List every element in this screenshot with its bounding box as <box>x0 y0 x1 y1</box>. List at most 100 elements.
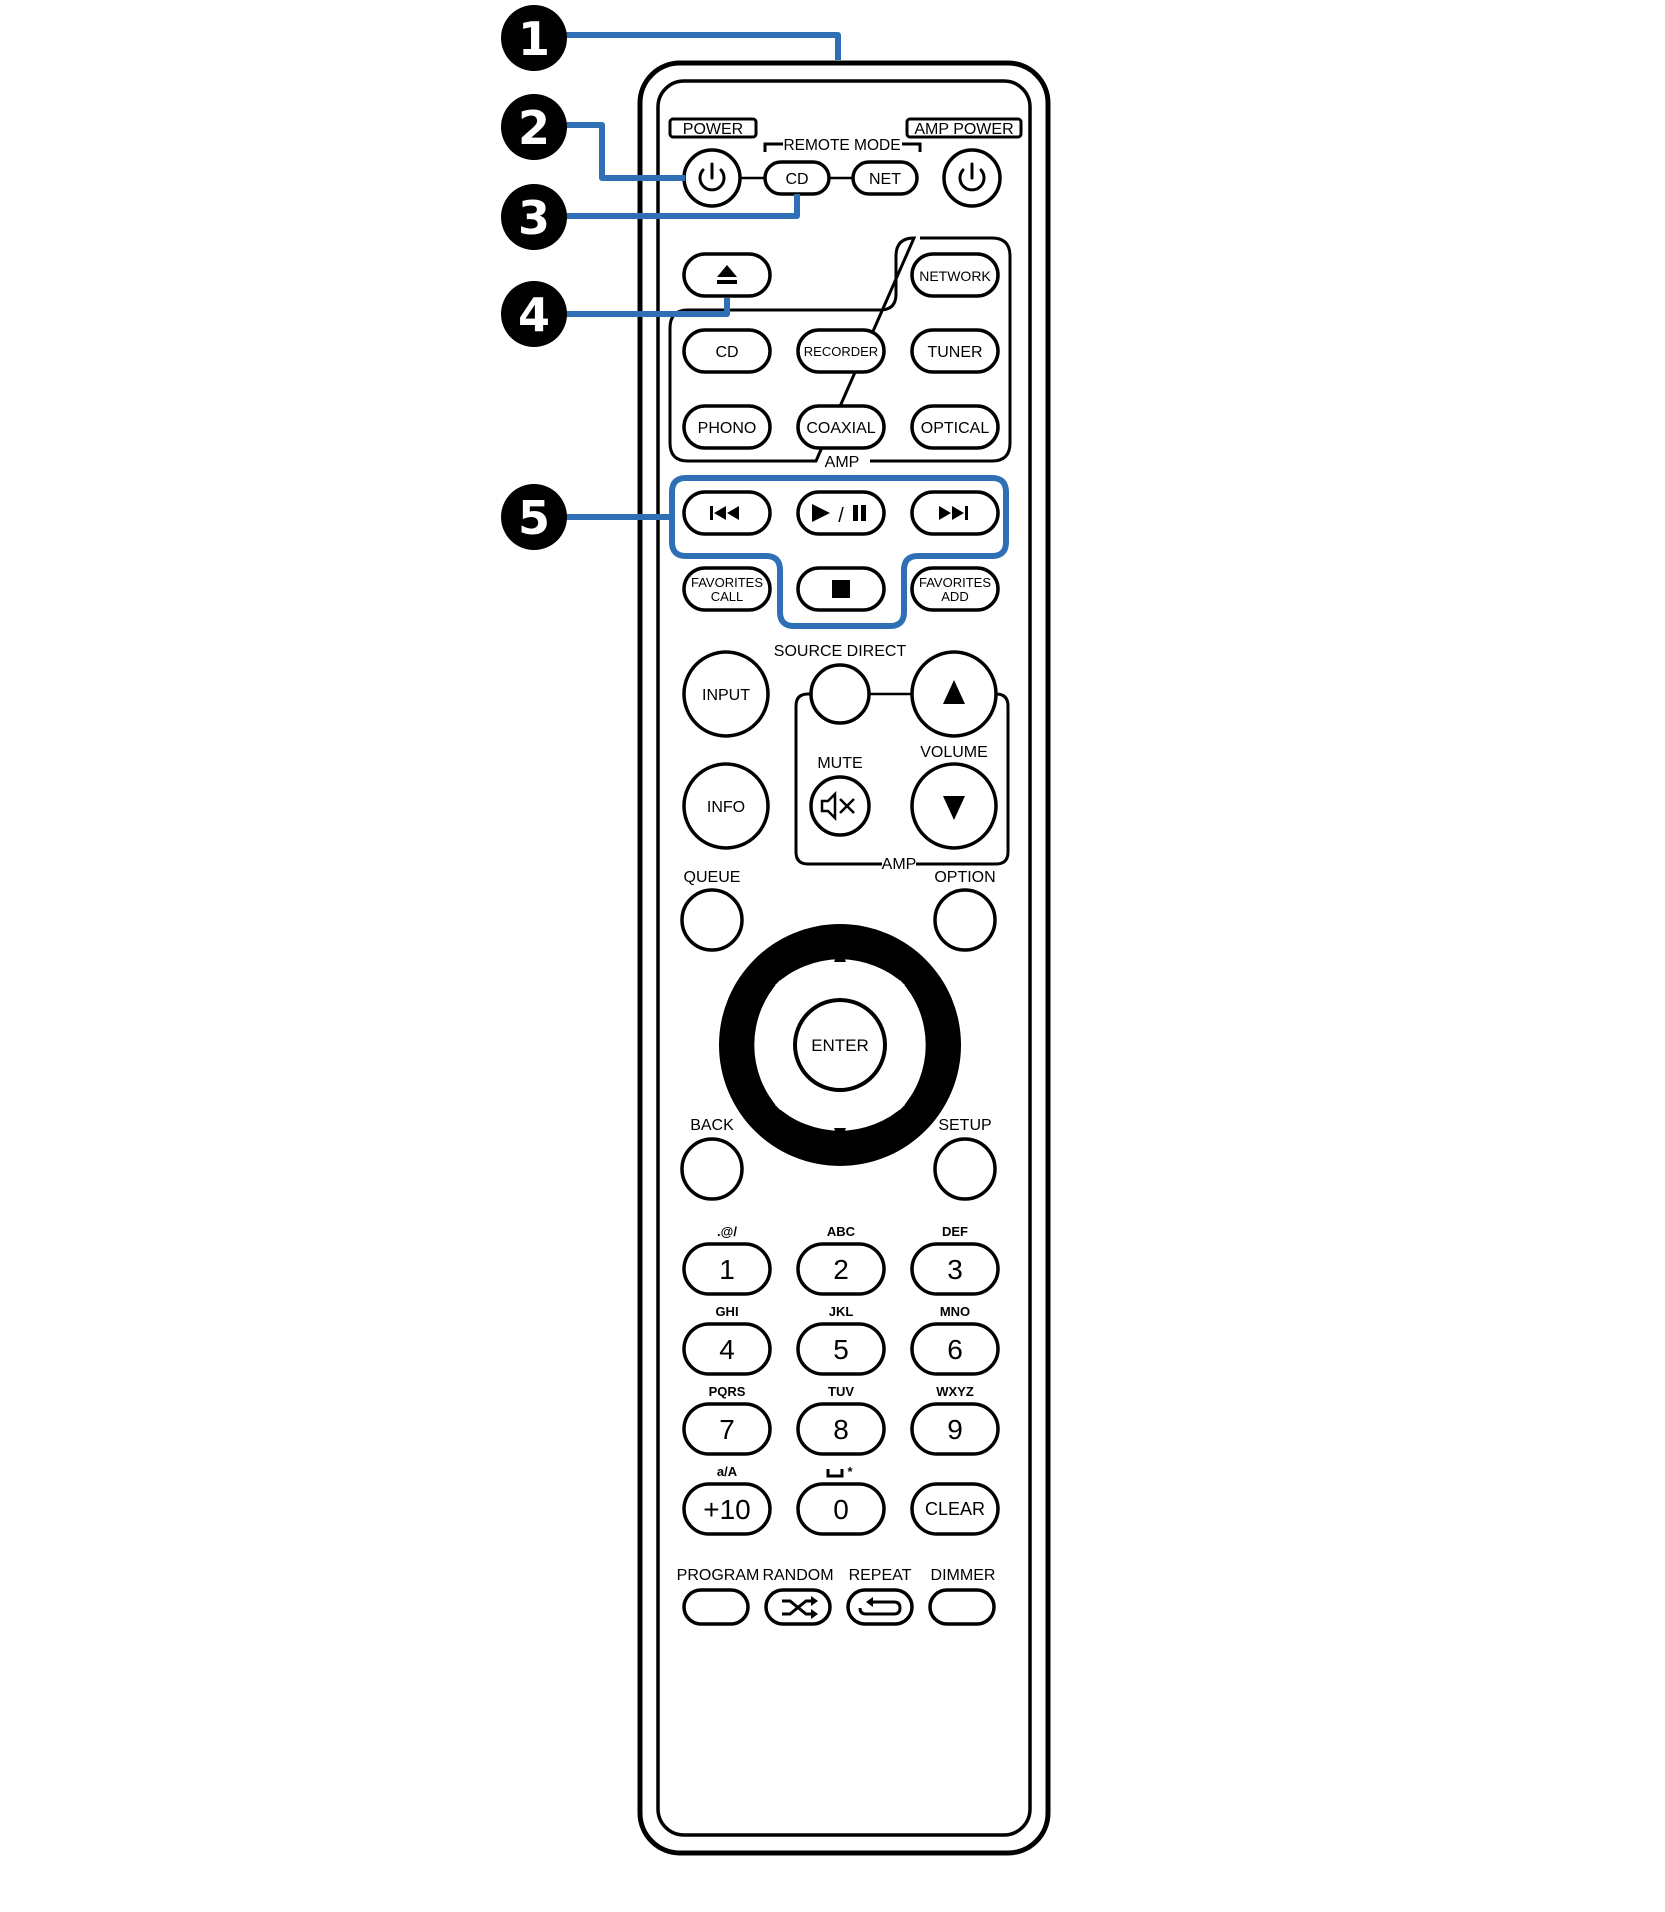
key-7-sub: PQRS <box>709 1384 746 1399</box>
transport-highlight <box>669 475 1009 629</box>
random-button[interactable] <box>764 1588 832 1626</box>
program-label: PROGRAM <box>677 1567 760 1584</box>
favorites-call-label-2: CALL <box>711 589 744 604</box>
keypad-section: .@/ ABC DEF 1 2 3 GHI JKL MNO 4 5 6 <box>682 1224 1000 1536</box>
top-section: POWER AMP POWER REMOTE MODE CD NET <box>668 117 1023 208</box>
volume-down-button[interactable] <box>910 762 998 850</box>
input-button[interactable]: INPUT <box>682 650 770 738</box>
favorites-add-button[interactable]: FAVORITES ADD <box>910 566 1000 612</box>
key-1-button[interactable]: 1 <box>682 1242 772 1296</box>
volume-up-button[interactable] <box>910 650 998 738</box>
key-plus10-label: +10 <box>703 1494 751 1525</box>
cursor-pad: ENTER <box>719 924 961 1166</box>
cursor-down-button[interactable] <box>775 1075 905 1131</box>
key-8-sub: TUV <box>828 1384 854 1399</box>
skip-back-icon <box>710 506 739 520</box>
cursor-left-button[interactable] <box>754 980 810 1110</box>
play-pause-icon <box>812 504 866 522</box>
program-button[interactable] <box>682 1588 750 1626</box>
key-7-label: 7 <box>719 1414 735 1445</box>
callout-2-number: 2 <box>518 101 550 155</box>
key-5-button[interactable]: 5 <box>796 1322 886 1376</box>
back-label: BACK <box>690 1117 734 1134</box>
shuffle-icon <box>782 1596 818 1619</box>
key-6-button[interactable]: 6 <box>910 1322 1000 1376</box>
callout-3-leader <box>560 194 800 219</box>
volume-section: SOURCE DIRECT AMP INPUT INFO MUTE <box>682 643 1010 873</box>
stop-button[interactable] <box>796 566 886 612</box>
remote-body <box>637 60 1051 1856</box>
optical-button[interactable]: OPTICAL <box>910 404 1000 450</box>
cursor-up-icon <box>834 948 846 962</box>
callout-2: 2 <box>501 94 567 160</box>
cd-source-button[interactable]: CD <box>682 328 772 374</box>
coaxial-label: COAXIAL <box>806 420 875 437</box>
key-8-button[interactable]: 8 <box>796 1402 886 1456</box>
dimmer-label: DIMMER <box>931 1567 996 1584</box>
cursor-up-button[interactable] <box>775 959 905 1015</box>
skip-back-button[interactable] <box>682 490 772 536</box>
random-label: RANDOM <box>762 1567 833 1584</box>
recorder-label: RECORDER <box>804 344 878 359</box>
network-button[interactable]: NETWORK <box>910 252 1000 298</box>
power-button[interactable] <box>682 148 742 208</box>
callout-1: 1 <box>501 5 567 71</box>
back-button[interactable] <box>680 1137 744 1201</box>
coaxial-button[interactable]: COAXIAL <box>796 404 886 450</box>
queue-button[interactable] <box>680 888 744 952</box>
info-button[interactable]: INFO <box>682 762 770 850</box>
clear-label: CLEAR <box>925 1499 985 1519</box>
remote-mode-net-label: NET <box>869 171 901 188</box>
network-label: NETWORK <box>919 268 991 284</box>
dimmer-button[interactable] <box>928 1588 996 1626</box>
key-2-sub: ABC <box>827 1224 856 1239</box>
key-7-button[interactable]: 7 <box>682 1402 772 1456</box>
key-2-label: 2 <box>833 1254 849 1285</box>
key-0-button[interactable]: 0 <box>796 1482 886 1536</box>
favorites-add-label-2: ADD <box>941 589 968 604</box>
input-label: INPUT <box>702 687 750 704</box>
volume-amp-label: AMP <box>882 856 917 873</box>
source-section: AMP NETWORK CD RECORDER TUNER <box>668 236 1012 471</box>
clear-button[interactable]: CLEAR <box>910 1482 1000 1536</box>
key-1-sub: .@/ <box>717 1224 737 1239</box>
amp-power-button[interactable] <box>942 148 1002 208</box>
repeat-icon <box>858 1597 902 1616</box>
repeat-button[interactable] <box>846 1588 914 1626</box>
key-4-button[interactable]: 4 <box>682 1322 772 1376</box>
amp-power-label: AMP POWER <box>914 121 1013 138</box>
power-icon <box>958 162 986 192</box>
favorites-call-button[interactable]: FAVORITES CALL <box>682 566 772 612</box>
enter-button[interactable]: ENTER <box>793 998 887 1092</box>
remote-mode-net-button[interactable]: NET <box>851 160 919 196</box>
space-icon <box>826 1469 844 1478</box>
key-plus10-button[interactable]: +10 <box>682 1482 772 1536</box>
play-pause-button[interactable]: / <box>796 490 886 536</box>
key-2-button[interactable]: 2 <box>796 1242 886 1296</box>
key-3-label: 3 <box>947 1254 963 1285</box>
callout-4-leader <box>560 298 730 317</box>
phono-button[interactable]: PHONO <box>682 404 772 450</box>
tuner-button[interactable]: TUNER <box>910 328 1000 374</box>
skip-forward-button[interactable] <box>910 490 1000 536</box>
eject-button[interactable] <box>682 252 772 298</box>
remote-mode-cd-button[interactable]: CD <box>763 160 831 196</box>
source-direct-button[interactable] <box>809 663 871 725</box>
key-3-button[interactable]: 3 <box>910 1242 1000 1296</box>
key-3-sub: DEF <box>942 1224 968 1239</box>
callout-4: 4 <box>501 281 567 347</box>
key-1-label: 1 <box>719 1254 735 1285</box>
tuner-label: TUNER <box>927 344 982 361</box>
cursor-right-button[interactable] <box>870 980 926 1110</box>
mute-button[interactable] <box>809 775 871 837</box>
recorder-button[interactable]: RECORDER <box>796 328 886 374</box>
key-0-label: 0 <box>833 1494 849 1525</box>
key-9-button[interactable]: 9 <box>910 1402 1000 1456</box>
stop-icon <box>832 580 850 598</box>
setup-button[interactable] <box>933 1137 997 1201</box>
bottom-section: PROGRAM RANDOM REPEAT DIMMER <box>677 1567 996 1626</box>
favorites-add-label-1: FAVORITES <box>919 575 991 590</box>
callout-3-number: 3 <box>518 191 550 245</box>
option-button[interactable] <box>933 888 997 952</box>
